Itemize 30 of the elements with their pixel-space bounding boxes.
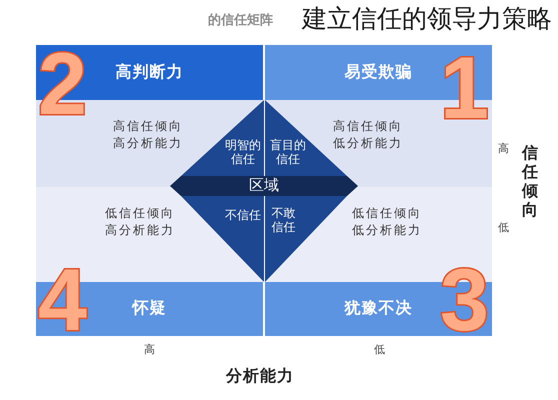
- quadrant-title: 易受欺骗: [344, 62, 412, 82]
- quadrant-title: 高判断力: [116, 62, 184, 82]
- axis-title: 信任倾向: [521, 144, 539, 220]
- quadrant-title: 怀疑: [132, 299, 166, 319]
- quadrant-title: 犹豫不决: [344, 299, 412, 319]
- quadrant-description: 高信任倾向: [333, 118, 403, 134]
- segment-label: 盲目的信任: [269, 138, 307, 166]
- quadrant-description: 低信任倾向: [105, 205, 175, 221]
- quadrant-description: 高信任倾向: [113, 118, 183, 134]
- center-label: 区域: [249, 176, 279, 196]
- subtitle: 的信任矩阵: [208, 12, 273, 28]
- center-band: [170, 176, 358, 196]
- quadrant-description: 低信任倾向: [352, 205, 422, 221]
- axis-tick-label: 高: [144, 344, 155, 357]
- segment-label: 明智的信任: [224, 138, 262, 166]
- quadrant-description: 高分析能力: [105, 222, 175, 238]
- diamond-segment: [181, 100, 264, 176]
- quadrant-description: 低分析能力: [333, 135, 403, 151]
- diagram-title: 建立信任的领导力策略: [302, 4, 552, 34]
- quadrant-description: 高分析能力: [113, 135, 183, 151]
- segment-label: 不信任: [224, 208, 262, 222]
- axis-tick-label: 高: [498, 143, 509, 156]
- axis-tick-label: 低: [374, 344, 385, 357]
- quadrant-description: 低分析能力: [352, 222, 422, 238]
- diamond-segment: [265, 196, 347, 282]
- segment-label: 不敢信任: [270, 206, 296, 234]
- diamond-segment: [265, 100, 347, 176]
- axis-tick-label: 低: [498, 222, 509, 235]
- diamond-segment: [181, 196, 264, 282]
- axis-title: 分析能力: [226, 368, 294, 386]
